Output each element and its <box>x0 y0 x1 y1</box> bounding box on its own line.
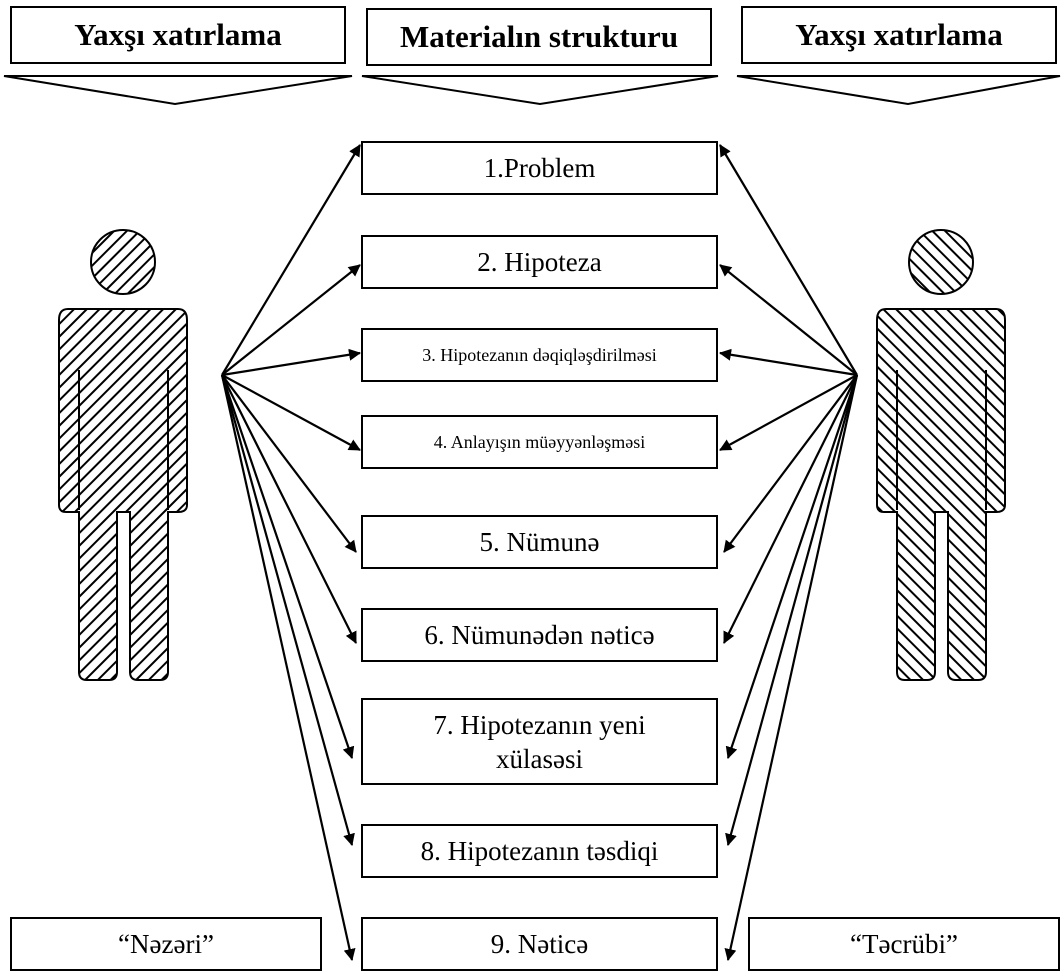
arrow-left-to-step-9 <box>220 374 356 961</box>
footer-left: “Nəzəri” <box>10 917 322 971</box>
chevron-right <box>736 75 1061 106</box>
arrow-left-to-step-5 <box>221 374 357 553</box>
arrows-right <box>719 144 859 961</box>
arrow-left-to-step-6 <box>221 374 357 644</box>
step-8: 8. Hipotezanın təsdiqi <box>361 824 718 878</box>
arrow-right-to-step-8 <box>725 374 859 846</box>
arrows-left <box>220 144 361 961</box>
arrow-right-to-step-6 <box>723 374 858 644</box>
arrow-right-to-step-5 <box>723 374 858 553</box>
step-9: 9. Nəticə <box>361 917 718 971</box>
arrow-left-to-step-8 <box>220 374 355 846</box>
step-6: 6. Nümunədən nəticə <box>361 608 718 662</box>
step-2: 2. Hipoteza <box>361 235 718 289</box>
step-3: 3. Hipotezanın dəqiqləşdirilməsi <box>361 328 718 382</box>
arrow-right-to-step-4 <box>719 374 858 451</box>
arrow-right-to-step-9 <box>724 374 859 961</box>
chevron-center <box>361 75 719 106</box>
arrow-left-to-step-7 <box>220 374 355 759</box>
step-7: 7. Hipotezanın yeni xülasəsi <box>361 698 718 785</box>
arrow-right-to-step-1 <box>719 144 858 376</box>
footer-right: “Təcrübi” <box>748 917 1060 971</box>
arrow-right-to-step-2 <box>719 264 858 376</box>
arrow-left-to-step-3 <box>221 348 361 377</box>
header-right: Yaxşı xatırlama <box>741 6 1057 64</box>
person-left-icon <box>58 229 188 681</box>
chevron-left <box>3 75 353 106</box>
arrow-left-to-step-1 <box>221 144 361 376</box>
arrow-right-to-step-3 <box>719 348 858 377</box>
arrow-right-to-step-7 <box>725 374 859 759</box>
arrow-left-to-step-4 <box>221 374 361 451</box>
arrow-left-to-step-2 <box>221 264 361 376</box>
step-1: 1.Problem <box>361 141 718 195</box>
person-right-icon <box>876 229 1006 681</box>
step-4: 4. Anlayışın müəyyənləşməsi <box>361 415 718 469</box>
header-left: Yaxşı xatırlama <box>10 6 346 64</box>
header-chevrons <box>3 75 1061 106</box>
step-5: 5. Nümunə <box>361 515 718 569</box>
header-center: Materialın strukturu <box>366 8 712 66</box>
